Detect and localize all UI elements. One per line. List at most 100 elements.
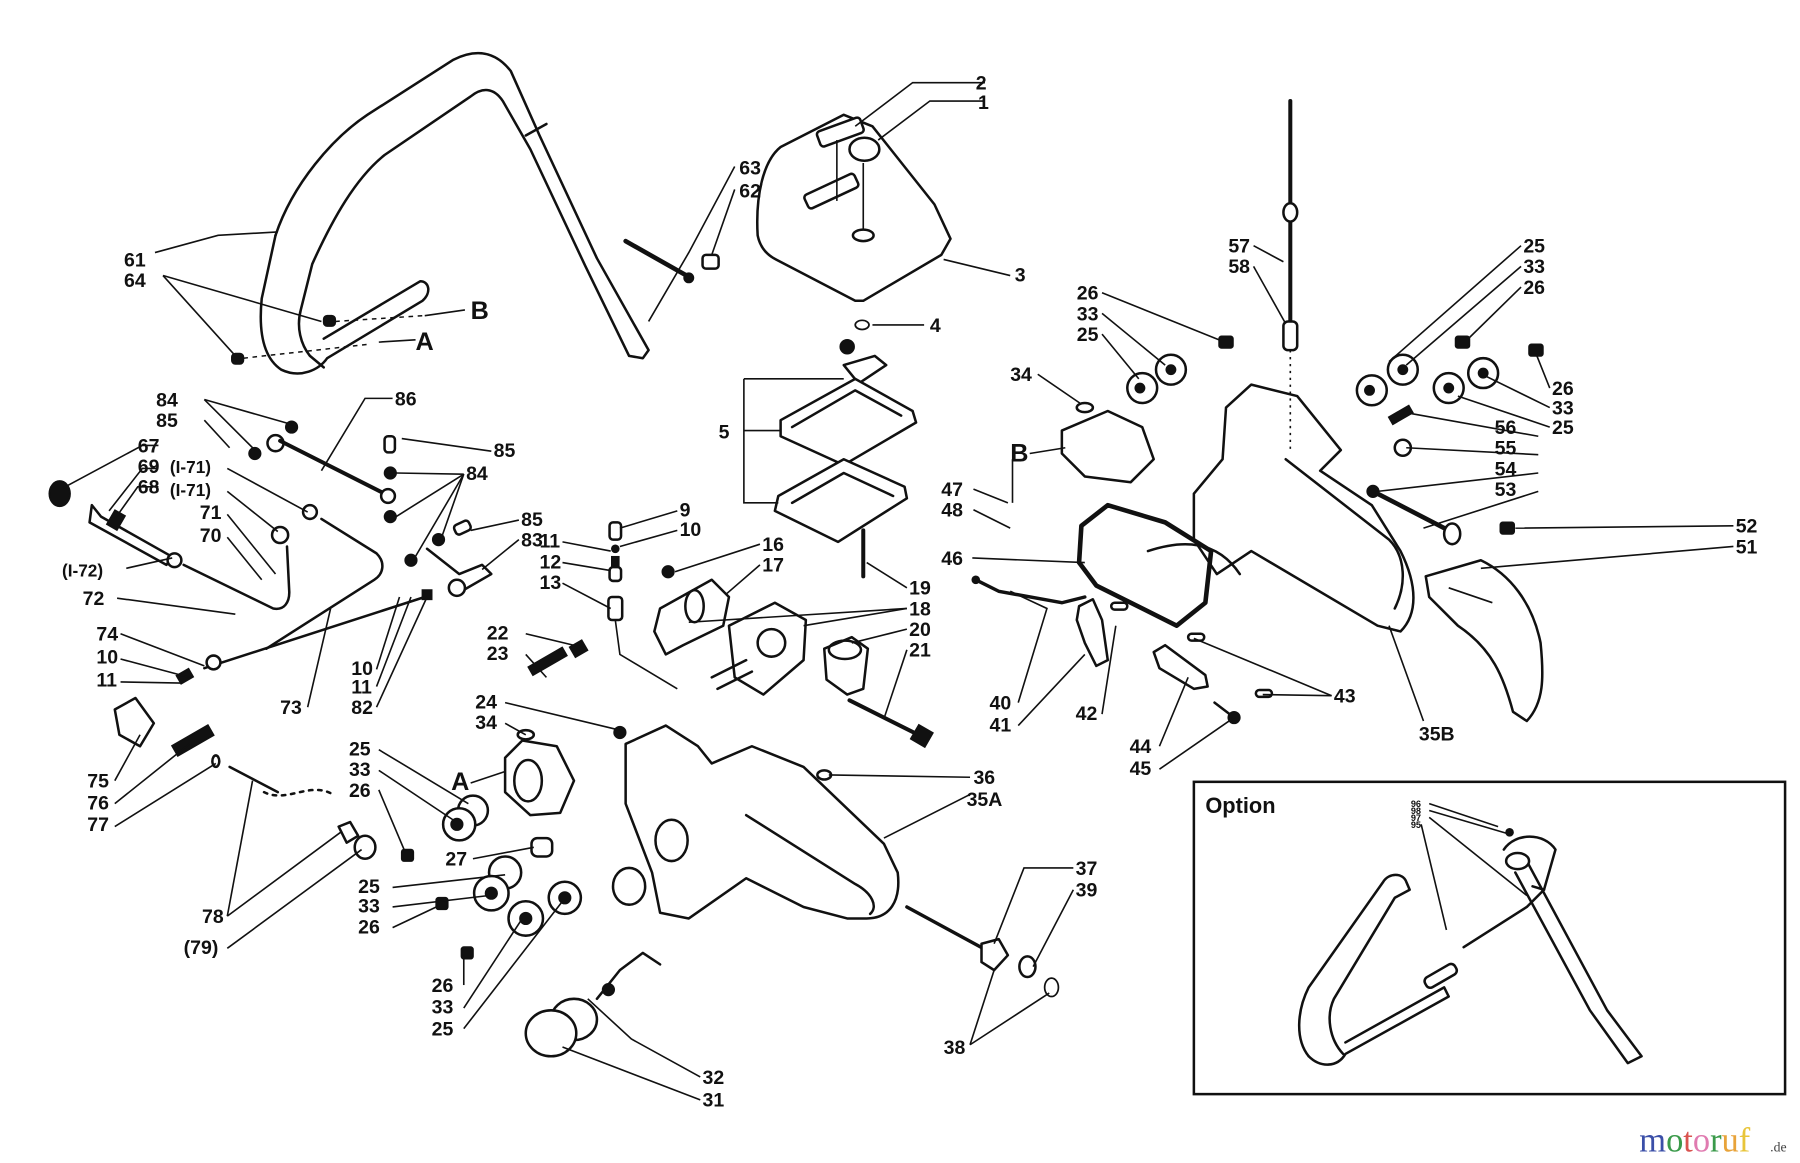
callout-13: 13	[540, 572, 562, 594]
callout-25-e: 25	[1523, 236, 1545, 258]
callout-19: 19	[909, 578, 931, 600]
callout-34-left: 34	[475, 712, 497, 734]
starter-recoil-31	[524, 951, 662, 1058]
callout-36: 36	[973, 767, 995, 789]
callout-67: 67	[138, 435, 160, 457]
callout-31: 31	[703, 1090, 725, 1112]
ref-letter-b-right: B	[1010, 440, 1028, 468]
callout-69: 69	[138, 456, 160, 478]
callout-40: 40	[990, 693, 1012, 715]
callout-10-left: 10	[96, 647, 118, 669]
tank-cover	[756, 113, 952, 331]
front-handle-bar	[259, 51, 650, 375]
callouts-carburetor: 9 10 11 12 13 16 17 19 18 20 21	[540, 500, 931, 719]
callout-75: 75	[87, 771, 109, 793]
wm-letter: m	[1639, 1122, 1666, 1160]
option-label-98: 98	[1411, 806, 1421, 816]
callout-23: 23	[487, 643, 509, 665]
callout-2: 2	[976, 73, 987, 95]
callout-25-a: 25	[349, 738, 371, 760]
callout-12: 12	[540, 551, 562, 573]
callout-25-f: 25	[1552, 417, 1574, 439]
callout-11: 11	[540, 531, 561, 553]
callout-86: 86	[395, 388, 417, 410]
watermark-logo: motoruf .de	[1639, 1122, 1786, 1160]
callout-26-e: 26	[1523, 277, 1545, 299]
callout-24: 24	[475, 691, 497, 713]
callout-70: 70	[200, 525, 222, 547]
callout-i71-b: (I-71)	[170, 480, 211, 500]
throttle-rod-37	[905, 905, 1060, 998]
option-label-96: 96	[1411, 799, 1421, 809]
ref-letter-b: B	[471, 297, 489, 325]
callout-84-right: 84	[466, 463, 488, 485]
wm-letter: t	[1683, 1122, 1693, 1160]
option-title: Option	[1205, 793, 1275, 818]
callout-18: 18	[909, 598, 931, 620]
callout-33-a: 33	[349, 759, 371, 781]
callout-11-left: 11	[96, 670, 117, 692]
callout-44: 44	[1130, 736, 1152, 758]
callouts-rear-left: 22 23 24 34 25 33 26 A 27 25 33 26 26 33…	[349, 622, 1098, 1111]
callout-64: 64	[124, 270, 146, 292]
callout-55: 55	[1495, 438, 1517, 460]
callout-82: 82	[351, 697, 373, 719]
vibration-dampers-right	[1126, 335, 1544, 546]
callout-35b: 35B	[1419, 724, 1455, 746]
option-box: Option 96 98 97 95	[1192, 780, 1787, 1096]
callout-71: 71	[200, 502, 222, 524]
callout-76: 76	[87, 792, 109, 814]
callout-34-right: 34	[1010, 364, 1032, 386]
callout-52: 52	[1736, 516, 1758, 538]
callout-37: 37	[1076, 858, 1098, 880]
carburetor-assembly	[607, 521, 934, 749]
callout-27: 27	[445, 849, 467, 871]
callout-57: 57	[1228, 236, 1250, 258]
callout-21: 21	[909, 640, 931, 662]
callout-84: 84	[156, 389, 178, 411]
wm-letter: r	[1710, 1122, 1722, 1160]
callout-25-b: 25	[358, 876, 380, 898]
callout-1: 1	[978, 92, 989, 114]
callout-72: 72	[83, 588, 105, 610]
callout-58: 58	[1228, 256, 1250, 278]
callout-39: 39	[1076, 880, 1098, 902]
callout-45: 45	[1130, 758, 1152, 780]
callout-48: 48	[941, 500, 963, 522]
callout-26-a: 26	[349, 780, 371, 802]
callout-79: (79)	[184, 937, 219, 959]
fuel-line-assembly	[48, 420, 493, 861]
callout-38: 38	[944, 1037, 966, 1059]
callout-22: 22	[487, 622, 509, 644]
watermark-tld: .de	[1770, 1140, 1786, 1155]
callout-61: 61	[124, 249, 146, 271]
callout-46: 46	[941, 548, 963, 570]
callout-11-mid: 11	[351, 676, 372, 698]
callouts-handle: 61 64 B A 63 62	[124, 158, 761, 358]
callout-26-c: 26	[432, 975, 454, 997]
option-label-95: 95	[1411, 820, 1421, 830]
wm-letter: o	[1666, 1122, 1683, 1160]
callout-43: 43	[1334, 686, 1356, 708]
option-label-97: 97	[1411, 813, 1421, 823]
callout-3: 3	[1015, 264, 1026, 286]
wm-letter: u	[1722, 1122, 1739, 1160]
callout-33-c: 33	[432, 997, 454, 1019]
callouts-fuel: 84 85 86 67 69 68 (I-71) (I-71) 71 70 (I…	[62, 388, 543, 959]
callout-62: 62	[739, 180, 761, 202]
watermark-text: motoruf	[1639, 1122, 1750, 1160]
callouts-tank: 2 1 3 4	[836, 73, 1026, 337]
callout-56-visible: 56	[1495, 417, 1517, 439]
callout-68: 68	[138, 477, 160, 499]
callout-83: 83	[521, 529, 543, 551]
callout-26-d: 26	[1077, 283, 1099, 305]
ref-letter-a: A	[416, 328, 434, 356]
callout-25-c: 25	[432, 1019, 454, 1041]
handle-bolt-63	[623, 238, 720, 284]
callout-77: 77	[87, 814, 109, 836]
callout-47: 47	[941, 479, 963, 501]
callout-10: 10	[680, 519, 702, 541]
callout-33-f: 33	[1552, 397, 1574, 419]
callout-20: 20	[909, 619, 931, 641]
